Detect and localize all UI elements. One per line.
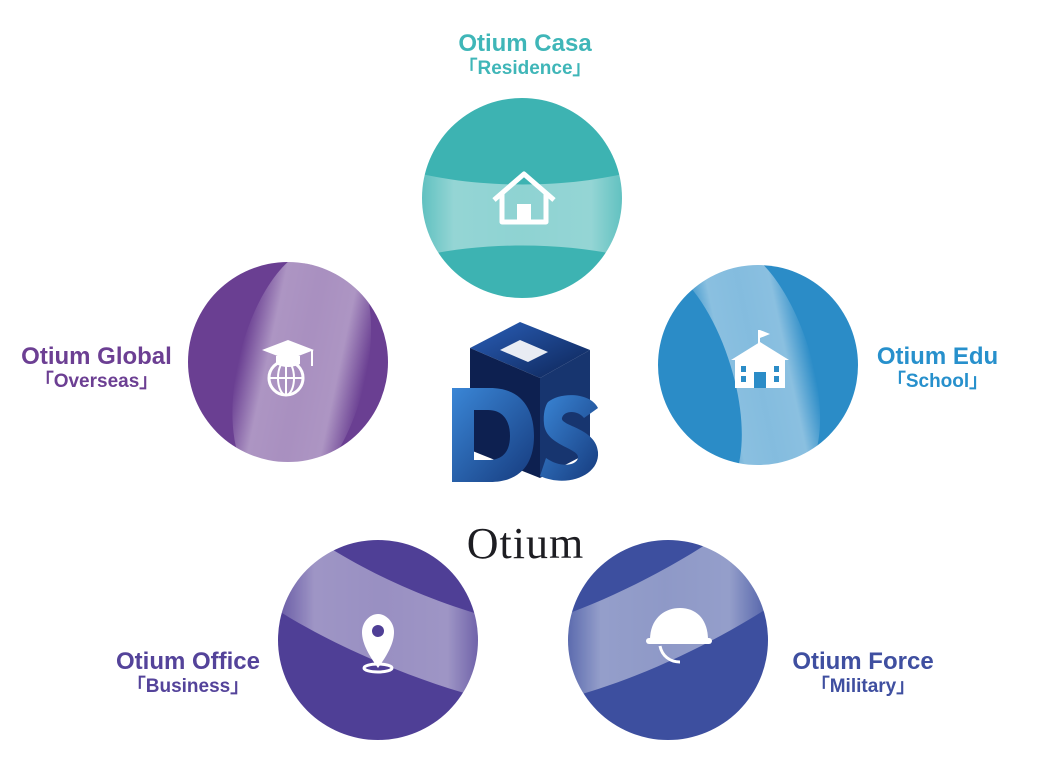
segment-subtitle: 「Business」	[126, 675, 250, 697]
segment-force[interactable]	[550, 520, 780, 740]
segment-office[interactable]	[262, 520, 500, 740]
segment-global[interactable]	[188, 254, 388, 484]
segment-band	[550, 520, 780, 700]
label-office: Otium Office 「Business」	[98, 648, 278, 697]
segment-title: Otium Force	[792, 648, 934, 675]
school-building-icon	[731, 330, 789, 388]
brand-name: Otium	[466, 519, 585, 568]
segment-title: Otium Global	[21, 343, 172, 370]
military-helmet-icon	[646, 608, 712, 664]
segment-band	[262, 520, 500, 700]
label-force: Otium Force 「Military」	[778, 648, 948, 697]
ds-letters	[452, 388, 599, 482]
segment-casa[interactable]	[400, 98, 645, 298]
segment-subtitle: 「Residence」	[458, 57, 592, 79]
map-pin-icon	[362, 614, 394, 674]
label-edu: Otium Edu 「School」	[860, 343, 1015, 392]
segment-title: Otium Edu	[876, 343, 999, 370]
segment-edu[interactable]	[658, 253, 858, 480]
segment-title: Otium Office	[115, 648, 260, 675]
label-global: Otium Global 「Overseas」	[4, 343, 189, 392]
segment-subtitle: 「School」	[886, 370, 989, 392]
segment-title: Otium Casa	[458, 30, 592, 57]
segment-subtitle: 「Overseas」	[34, 370, 159, 392]
graduation-globe-icon	[262, 340, 314, 397]
label-casa: Otium Casa 「Residence」	[420, 30, 630, 79]
house-icon	[492, 171, 556, 225]
ds-logo	[452, 322, 599, 482]
segment-subtitle: 「Military」	[810, 675, 916, 697]
